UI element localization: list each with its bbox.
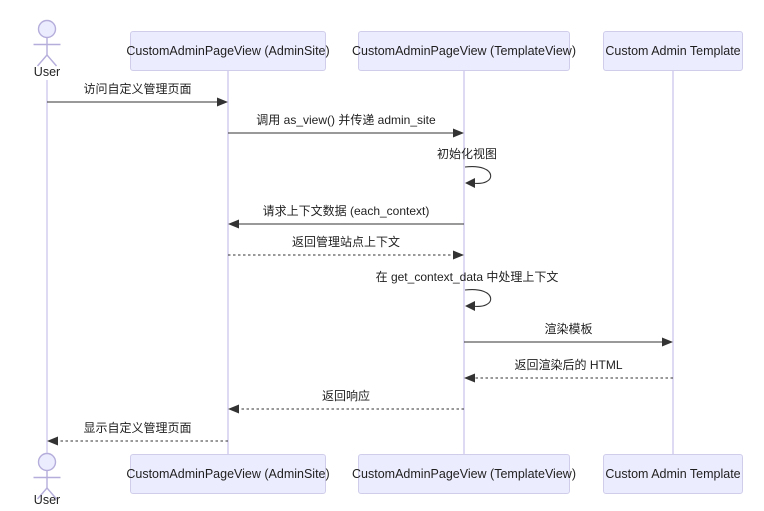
message-label-1: 调用 as_view() 并传递 admin_site bbox=[256, 113, 436, 127]
arrowhead-icon bbox=[228, 404, 239, 414]
user-head-bottom bbox=[37, 452, 57, 472]
participant-top-adminsite: CustomAdminPageView (AdminSite) bbox=[126, 31, 330, 71]
participant-bottom-template: Custom Admin Template bbox=[603, 454, 743, 494]
message-label-6: 渲染模板 bbox=[544, 322, 593, 336]
self-message-arrow-5 bbox=[464, 289, 492, 307]
actor-label-bottom-user: User bbox=[33, 493, 61, 507]
user-leg-right-bottom bbox=[46, 487, 58, 500]
participant-top-templateview: CustomAdminPageView (TemplateView) bbox=[352, 31, 576, 71]
arrowhead-icon bbox=[465, 178, 475, 188]
arrowhead-icon bbox=[228, 219, 239, 229]
arrowhead-icon bbox=[464, 373, 475, 383]
message-label-5: 在 get_context_data 中处理上下文 bbox=[375, 270, 559, 284]
arrowhead-icon bbox=[662, 337, 673, 347]
arrowhead-icon bbox=[47, 436, 58, 446]
message-label-8: 返回响应 bbox=[321, 389, 371, 403]
message-label-4: 返回管理站点上下文 bbox=[291, 235, 401, 249]
participant-top-template: Custom Admin Template bbox=[603, 31, 743, 71]
user-leg-left-top bbox=[36, 54, 48, 67]
message-label-9: 显示自定义管理页面 bbox=[83, 421, 192, 435]
arrowhead-icon bbox=[465, 301, 475, 311]
participant-bottom-templateview: CustomAdminPageView (TemplateView) bbox=[352, 454, 576, 494]
message-label-3: 请求上下文数据 (each_context) bbox=[262, 204, 430, 218]
message-label-7: 返回渲染后的 HTML bbox=[514, 358, 623, 372]
arrowhead-icon bbox=[453, 128, 464, 138]
message-label-2: 初始化视图 bbox=[436, 147, 498, 161]
arrowhead-icon bbox=[217, 97, 228, 107]
message-label-0: 访问自定义管理页面 bbox=[83, 82, 192, 96]
user-head-top bbox=[37, 19, 57, 39]
self-message-arrow-2 bbox=[464, 166, 492, 184]
participant-bottom-adminsite: CustomAdminPageView (AdminSite) bbox=[126, 454, 330, 494]
user-leg-left-bottom bbox=[36, 487, 48, 500]
user-leg-right-top bbox=[46, 54, 58, 67]
actor-label-top-user: User bbox=[33, 65, 61, 79]
arrowhead-icon bbox=[453, 250, 464, 260]
